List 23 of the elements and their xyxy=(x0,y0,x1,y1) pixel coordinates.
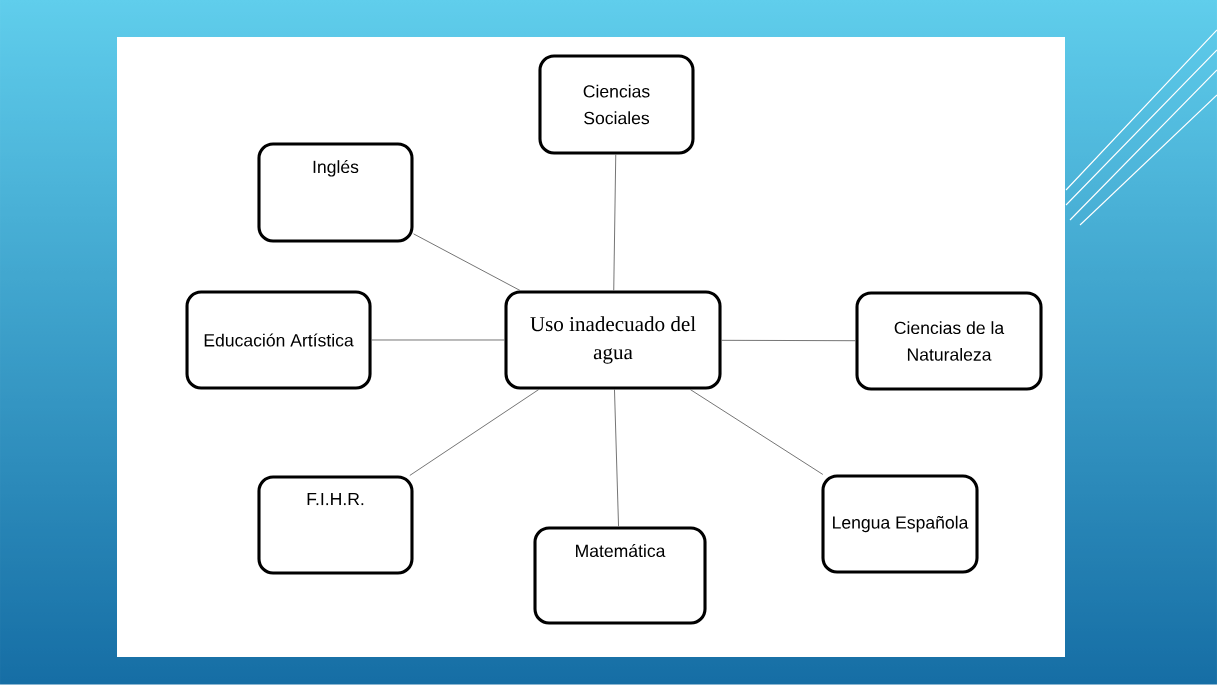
rounded-box xyxy=(821,474,979,574)
node-text: Inglés xyxy=(313,159,359,177)
connector-line xyxy=(371,339,505,341)
node-text: Uso inadecuado del agua xyxy=(530,316,696,364)
connector-line xyxy=(721,339,856,342)
rounded-box xyxy=(185,290,372,390)
connector-line xyxy=(689,389,824,475)
connector-line xyxy=(413,233,521,291)
rounded-box xyxy=(504,290,722,390)
rounded-box xyxy=(257,475,414,575)
node-text: Educación Artística xyxy=(204,333,354,347)
connector-line xyxy=(613,154,617,291)
rounded-box xyxy=(533,526,707,625)
connector-line xyxy=(409,389,540,476)
node-text: Ciencias de la Naturaleza xyxy=(894,321,1005,361)
connector-line xyxy=(614,389,619,527)
node-text: F.I.H.R. xyxy=(307,493,364,506)
node-text: Matemática xyxy=(576,543,666,558)
rounded-box xyxy=(257,142,414,243)
rounded-box xyxy=(855,291,1043,391)
node-text: Ciencias Sociales xyxy=(583,84,650,125)
rounded-box xyxy=(538,54,695,155)
node-text: Lengua Española xyxy=(833,515,969,533)
